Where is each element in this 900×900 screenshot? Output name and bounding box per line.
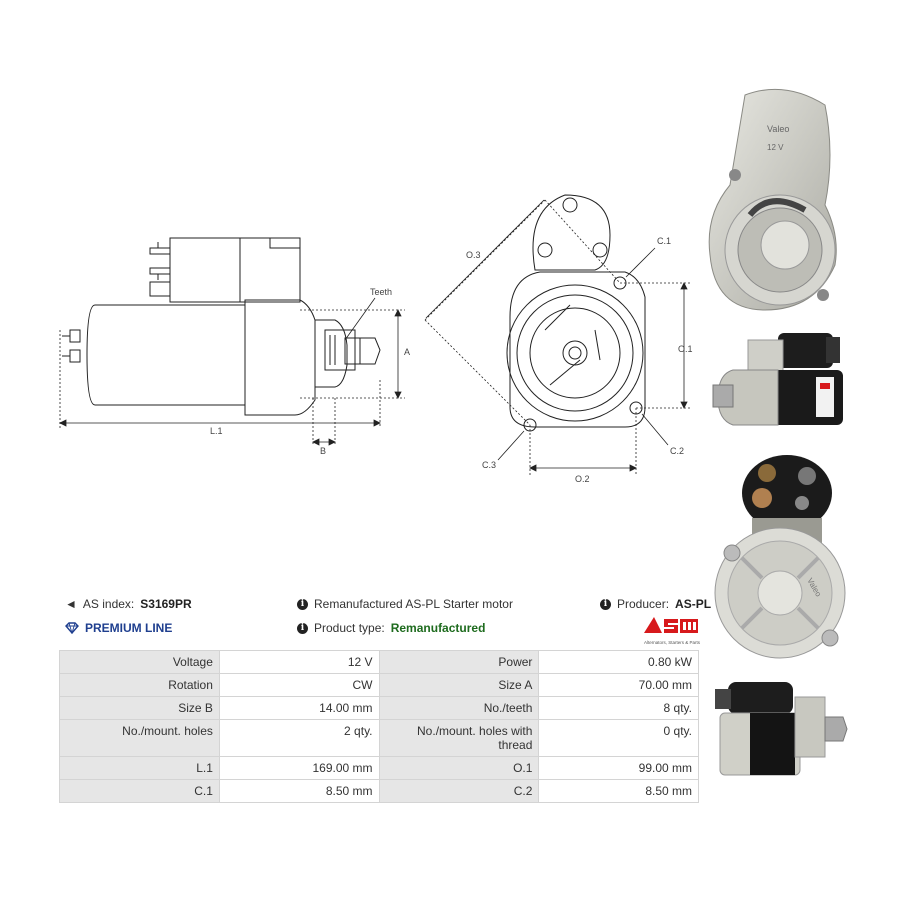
product-type: i Product type: Remanufactured — [297, 621, 485, 635]
product-photo-rear: Valeo — [712, 448, 847, 673]
product-photo-side — [708, 325, 848, 440]
spec-value: 8.50 mm — [538, 779, 699, 803]
tag-icon: ◄ — [65, 597, 77, 611]
premium-line-label: PREMIUM LINE — [85, 621, 173, 635]
o2-label: O.2 — [575, 474, 590, 484]
producer: i Producer: AS-PL — [600, 597, 711, 611]
spec-value: 70.00 mm — [538, 673, 699, 697]
as-pl-logo-mark — [644, 617, 698, 633]
c2-label: C.2 — [670, 446, 684, 456]
premium-line: PREMIUM LINE — [65, 621, 172, 635]
info-icon: i — [297, 598, 308, 610]
description: i Remanufactured AS-PL Starter motor — [297, 597, 513, 611]
spec-value: 0 qty. — [538, 719, 699, 757]
photo-voltage-text: 12 V — [767, 143, 784, 152]
spec-value: 2 qty. — [218, 719, 380, 757]
spec-value: 0.80 kW — [538, 650, 699, 674]
info-icon: i — [297, 622, 308, 634]
front-view-drawing: C.1 C.2 C.3 O.1 O.2 O.3 — [424, 194, 693, 484]
spec-value: 8 qty. — [538, 696, 699, 720]
photo-brand-text: Valeo — [767, 124, 789, 134]
spec-key: No./mount. holes with thread — [378, 719, 540, 757]
side-view-drawing: Teeth A L.1 B — [59, 237, 410, 456]
spec-key: Power — [378, 650, 540, 674]
spec-value: CW — [218, 673, 380, 697]
logo-tagline: Alternators, Starters & Parts — [643, 640, 700, 645]
as-index-value: S3169PR — [140, 597, 192, 611]
diamond-icon — [65, 622, 79, 634]
teeth-label: Teeth — [370, 287, 392, 297]
spec-value: 99.00 mm — [538, 756, 699, 780]
spec-key: C.2 — [378, 779, 540, 803]
flange-outline — [509, 271, 646, 428]
size-b-label: B — [320, 446, 326, 456]
spec-key: C.1 — [59, 779, 220, 803]
spec-key: Size A — [378, 673, 540, 697]
motor-body-outline — [86, 304, 246, 406]
spec-value: 8.50 mm — [218, 779, 380, 803]
info-icon: i — [600, 598, 611, 610]
spec-key: Size B — [59, 696, 220, 720]
product-type-value: Remanufactured — [390, 621, 486, 635]
spec-key: No./teeth — [378, 696, 540, 720]
spec-key: L.1 — [59, 756, 220, 780]
o1-label: O.1 — [678, 344, 693, 354]
spec-key: O.1 — [378, 756, 540, 780]
product-photo-angle — [710, 677, 850, 777]
spec-key: No./mount. holes — [59, 719, 220, 757]
description-text: Remanufactured AS-PL Starter motor — [314, 597, 513, 611]
spec-value: 169.00 mm — [218, 756, 380, 780]
c1-label: C.1 — [657, 236, 671, 246]
length-l1-label: L.1 — [210, 426, 223, 436]
product-photo-front: Valeo 12 V — [705, 85, 845, 315]
product-type-label: Product type: — [314, 621, 385, 635]
o3-label: O.3 — [466, 250, 481, 260]
c3-label: C.3 — [482, 460, 496, 470]
as-index: ◄ AS index: S3169PR — [65, 597, 192, 611]
spec-key: Voltage — [59, 650, 220, 674]
as-index-label: AS index: — [82, 597, 135, 611]
size-a-label: A — [404, 347, 410, 357]
producer-value: AS-PL — [675, 597, 712, 611]
producer-label: Producer: — [617, 597, 670, 611]
spec-value: 12 V — [218, 650, 380, 674]
spec-key: Rotation — [59, 673, 220, 697]
as-pl-logo: Alternators, Starters & Parts — [636, 615, 700, 645]
spec-value: 14.00 mm — [218, 696, 380, 720]
